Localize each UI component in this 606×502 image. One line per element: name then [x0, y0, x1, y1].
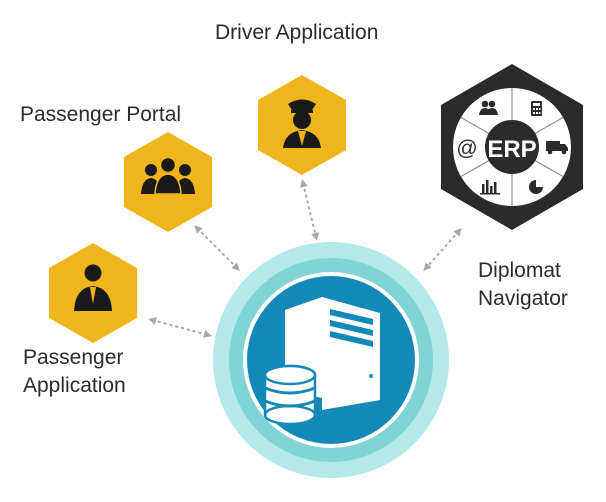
central-server: [213, 242, 449, 478]
truck-icon: [546, 141, 568, 155]
diplomat-navigator-label-line2: Navigator: [478, 287, 568, 310]
server-database-icon: [263, 297, 380, 426]
passenger-application-label-line2: Application: [23, 374, 126, 397]
connector-driver: [300, 179, 319, 241]
users-icon: [479, 100, 498, 115]
at-sign-icon: @: [456, 137, 477, 160]
passenger-application-hexagon: [49, 243, 137, 343]
connector-passenger-application: [148, 317, 212, 338]
calculator-icon: [531, 101, 542, 116]
driver-application-label: Driver Application: [215, 21, 379, 44]
passenger-portal-label: Passenger Portal: [20, 103, 182, 126]
erp-center-text: ERP: [487, 136, 536, 163]
bar-chart-icon: [480, 180, 500, 195]
pie-chart-icon: [529, 180, 543, 194]
diplomat-navigator-label-line1: Diplomat: [478, 259, 561, 282]
group-of-people-icon: [141, 156, 195, 195]
erp-hexagon: ERP: [441, 64, 583, 230]
connector-passenger-portal: [194, 225, 240, 271]
driver-with-cap-icon: [283, 99, 321, 148]
connector-erp: [423, 228, 462, 271]
passenger-portal-hexagon: [124, 132, 212, 232]
driver-application-hexagon: [258, 75, 346, 175]
person-in-suit-icon: [74, 264, 112, 311]
passenger-application-label-line1: Passenger: [23, 346, 124, 369]
